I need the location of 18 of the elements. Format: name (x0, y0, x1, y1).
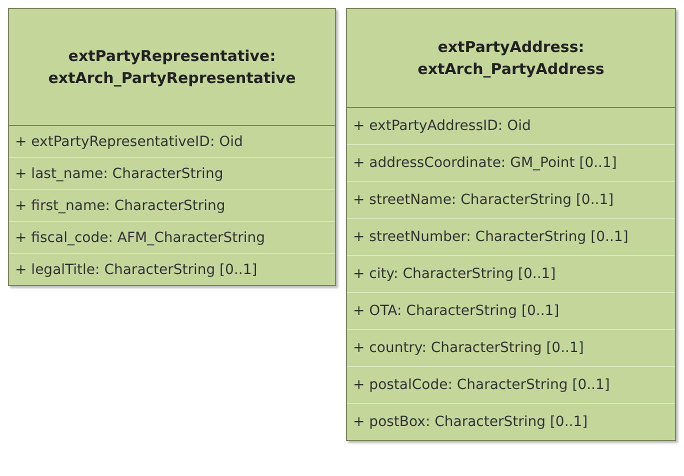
attribute-text: + last_name: CharacterString (15, 164, 224, 184)
class-name: extPartyRepresentative: extArch_PartyRepresentative (47, 46, 297, 89)
attribute-text: + postalCode: CharacterString [0..1] (353, 376, 610, 395)
attribute-text: + first_name: CharacterString (15, 196, 226, 216)
attribute-text: + extPartyAddressID: Oid (353, 117, 531, 136)
class-box (8, 8, 336, 286)
attribute-text: + city: CharacterString [0..1] (353, 265, 556, 284)
attribute-text: + postBox: CharacterString [0..1] (353, 413, 588, 432)
attribute-text: + extPartyRepresentativeID: Oid (15, 132, 243, 152)
attribute-text: + streetNumber: CharacterString [0..1] (353, 228, 628, 247)
attribute-text: + streetName: CharacterString [0..1] (353, 191, 614, 210)
class-box (346, 8, 676, 441)
attribute-text: + country: CharacterString [0..1] (353, 339, 584, 358)
attribute-text: + fiscal_code: AFM_CharacterString (15, 228, 265, 248)
class-name: extPartyAddress: extArch_PartyAddress (416, 37, 606, 80)
attribute-text: + legalTitle: CharacterString [0..1] (15, 260, 258, 280)
attribute-text: + addressCoordinate: GM_Point [0..1] (353, 154, 617, 173)
attribute-text: + OTA: CharacterString [0..1] (353, 302, 560, 321)
